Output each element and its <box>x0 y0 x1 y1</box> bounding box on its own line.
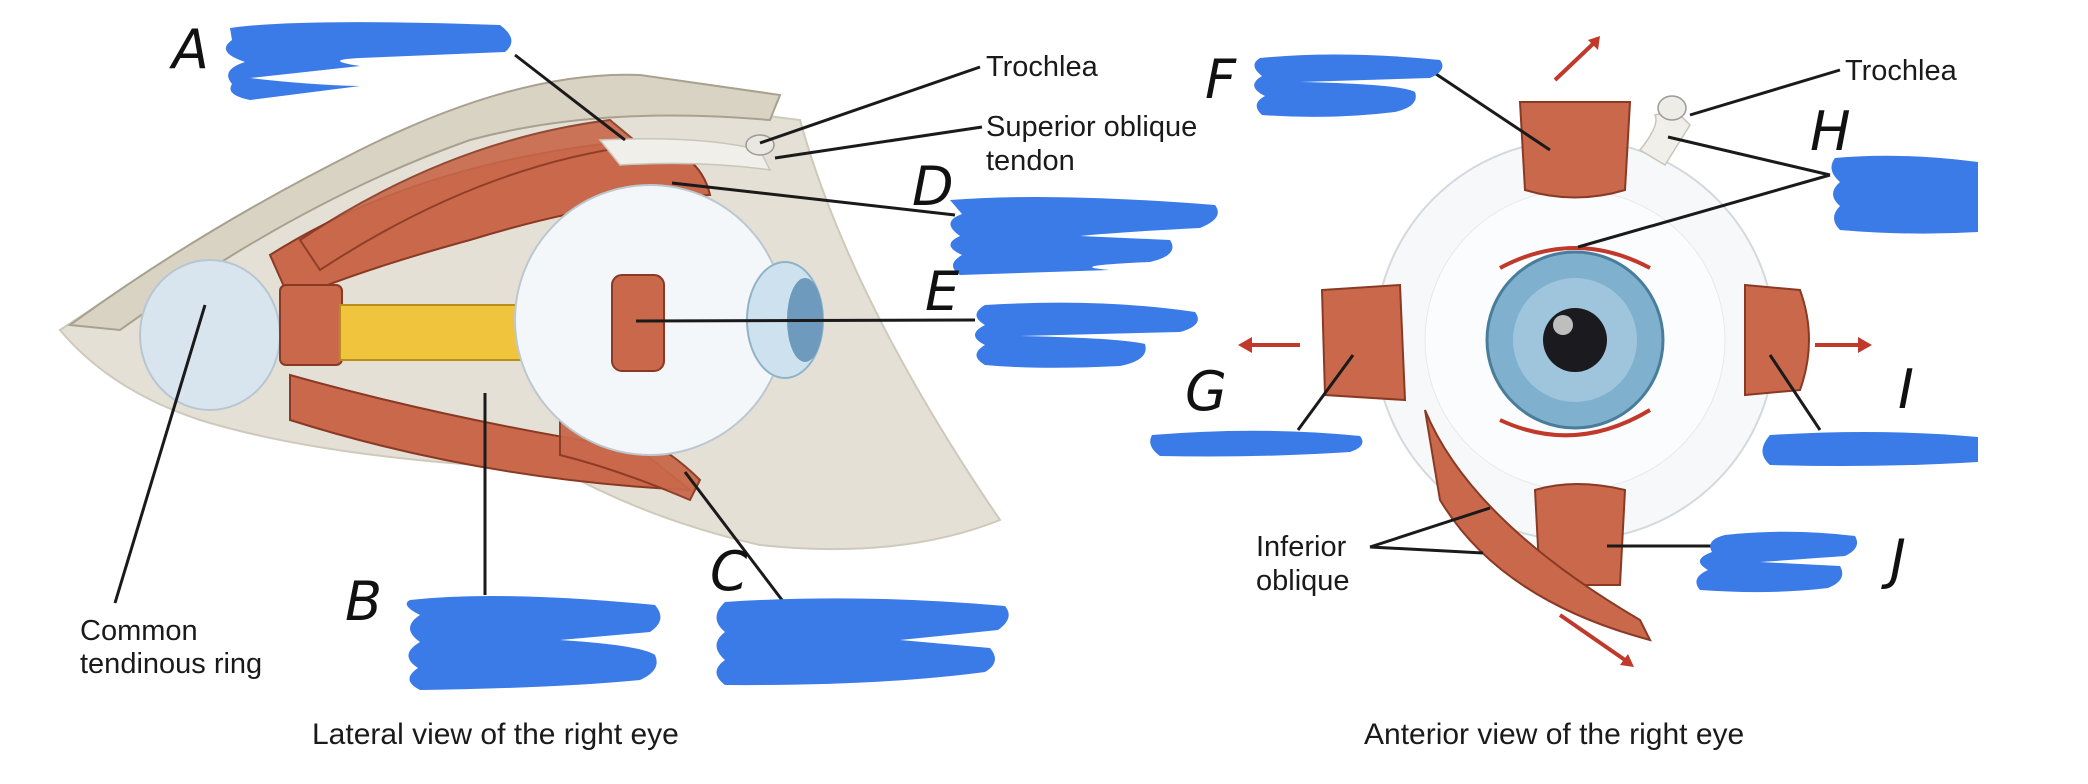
handwritten-f: F <box>1205 48 1237 111</box>
lateral-rectus-insertion <box>611 274 665 372</box>
inferior-oblique-label-line2: oblique <box>1256 565 1350 597</box>
handwritten-i: I <box>1898 358 1914 421</box>
pupil-highlight <box>1553 315 1573 335</box>
rotation-arc-top <box>1499 246 1651 270</box>
superior-oblique-label-line2: tendon <box>986 145 1075 177</box>
trochlea-label-lateral: Trochlea <box>986 51 1099 83</box>
anterior-view-illustration <box>1238 36 1872 667</box>
lateral-rectus-stump <box>279 284 343 366</box>
inferior-oblique-label-line1: Inferior <box>1256 531 1347 563</box>
rotation-arc-bottom <box>1499 408 1652 438</box>
trochlea-anterior <box>1657 95 1687 121</box>
anterior-view-caption: Anterior view of the right eye <box>1364 718 1744 751</box>
handwritten-c: C <box>710 540 748 603</box>
superior-oblique-label-line1: Superior oblique <box>986 111 1197 143</box>
superior-rectus-anterior <box>1518 101 1632 199</box>
lateral-view-caption: Lateral view of the right eye <box>312 718 679 751</box>
mask-c <box>716 598 1009 686</box>
common-tendinous-ring <box>139 259 281 411</box>
superior-oblique-tendon-anterior <box>1638 109 1691 167</box>
mask-i <box>1762 431 1978 466</box>
superior-oblique-tendon <box>598 138 772 171</box>
mask-j <box>1696 531 1858 593</box>
common-ring-label-line2: tendinous ring <box>80 648 262 680</box>
mask-e <box>975 302 1198 368</box>
trochlea-label-anterior: Trochlea <box>1845 55 1958 87</box>
mask-b <box>406 596 661 690</box>
handwritten-g: G <box>1185 360 1227 423</box>
mask-a <box>225 22 512 101</box>
lateral-answer-masks <box>225 22 1218 690</box>
trochlea-lateral <box>745 134 775 156</box>
mask-d <box>950 196 1218 275</box>
lateral-leader-lines <box>113 53 983 604</box>
handwritten-h: H <box>1810 100 1851 163</box>
inferior-rectus-anterior <box>1533 483 1627 586</box>
optic-nerve <box>339 304 541 361</box>
handwritten-a: A <box>169 18 209 81</box>
mask-g <box>1150 430 1363 457</box>
pupil <box>1543 308 1607 372</box>
direction-arrows <box>1238 36 1872 667</box>
anterior-answer-masks <box>1150 54 1978 593</box>
handwritten-b: B <box>345 570 382 633</box>
handwritten-j: J <box>1881 528 1906 591</box>
lateral-rectus-anterior <box>1744 283 1810 397</box>
mask-h <box>1831 155 1978 234</box>
common-ring-label-line1: Common <box>80 615 198 647</box>
handwritten-d: D <box>912 155 954 218</box>
orbital-roof <box>67 73 782 332</box>
handwritten-e: E <box>925 260 960 323</box>
anterior-leader-lines <box>1296 68 1841 555</box>
mask-f <box>1254 54 1443 117</box>
